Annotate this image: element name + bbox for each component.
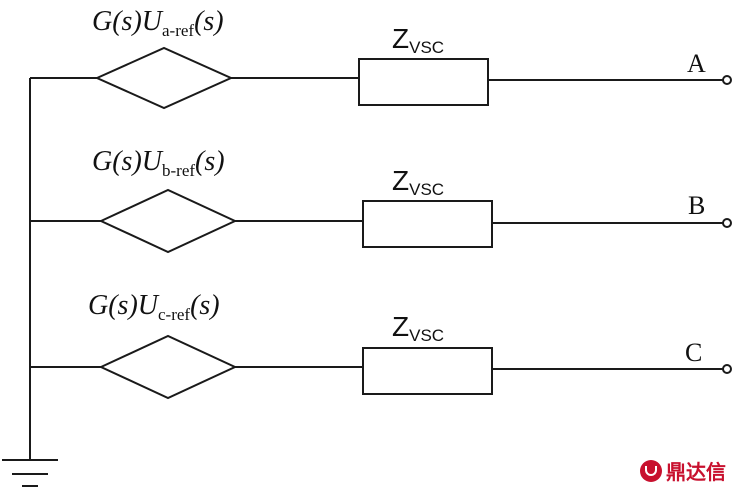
impedance-c: [362, 347, 493, 395]
logo-icon: [640, 459, 662, 482]
controlled-source-b: [98, 188, 238, 254]
impedance-label-c: ZVSC: [392, 311, 444, 345]
source-label-a: G(s)Ua-ref(s): [92, 6, 224, 40]
terminal-a: [722, 75, 732, 85]
terminal-label-a: A: [687, 49, 706, 78]
source-label-c: G(s)Uc-ref(s): [88, 290, 220, 324]
source-label-b: G(s)Ub-ref(s): [92, 146, 225, 180]
branch-a: G(s)Ua-ref(s) ZVSC A: [30, 6, 732, 110]
branch-c: G(s)Uc-ref(s) ZVSC C: [30, 290, 732, 400]
controlled-source-a: [94, 46, 234, 110]
impedance-a: [358, 58, 489, 106]
ground-symbol: [2, 459, 58, 487]
watermark: 鼎达信: [640, 456, 726, 485]
impedance-label-a: ZVSC: [392, 23, 444, 57]
controlled-source-c: [98, 334, 238, 400]
impedance-b: [362, 200, 493, 248]
watermark-text: 鼎达信: [666, 460, 726, 484]
branch-b: G(s)Ub-ref(s) ZVSC B: [30, 146, 732, 254]
terminal-b: [722, 218, 732, 228]
terminal-label-b: B: [688, 191, 705, 220]
terminal-label-c: C: [685, 338, 702, 367]
impedance-label-b: ZVSC: [392, 165, 444, 199]
terminal-c: [722, 364, 732, 374]
